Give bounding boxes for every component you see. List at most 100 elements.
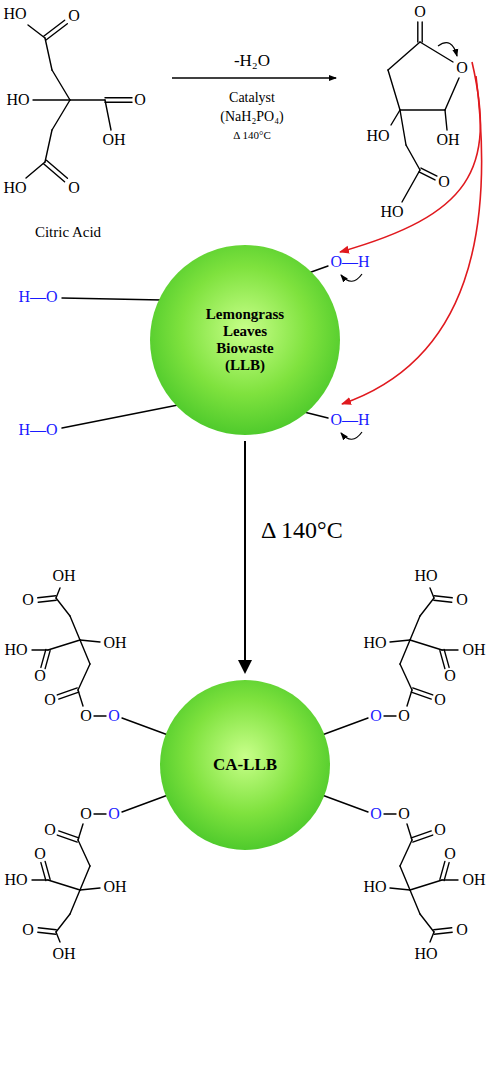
bond (45, 651, 50, 669)
bond (46, 160, 67, 178)
bond (57, 835, 77, 842)
curved-arrow (341, 274, 362, 281)
atom-label: O (444, 846, 456, 862)
bond (440, 651, 445, 669)
atom-label: OH (436, 132, 459, 148)
atom-label: O (44, 692, 56, 708)
bond (38, 932, 56, 934)
atom-label: HO (380, 204, 403, 220)
atom-label: O (68, 8, 80, 24)
bond (445, 78, 459, 110)
bond (434, 600, 452, 602)
reaction-arrow (172, 77, 336, 79)
bond (38, 928, 56, 930)
atom-label: HO (366, 128, 389, 144)
reaction-condition: -H₂O (234, 52, 270, 69)
bond (402, 170, 420, 202)
bond (62, 405, 178, 428)
bond (420, 598, 434, 616)
bond (48, 880, 80, 890)
bond (105, 101, 132, 102)
bond (56, 598, 70, 616)
bond (45, 38, 52, 70)
bond (41, 649, 46, 667)
atom-label: O (68, 180, 80, 196)
bond (56, 914, 70, 932)
bond (434, 932, 452, 934)
bond (62, 298, 162, 300)
edge-label: Δ 140°C (261, 518, 343, 542)
bond (38, 596, 56, 598)
atom-label: H—O (18, 422, 57, 438)
bond (400, 109, 445, 110)
curved-arrow (340, 62, 480, 252)
atom-label: OH (102, 132, 125, 148)
particle-label: Lemongrass Leaves Biowaste (LLB) (195, 306, 295, 375)
bond (410, 616, 420, 640)
atom-label: O (456, 60, 468, 76)
bond (26, 162, 45, 178)
atom-label: O (398, 806, 410, 822)
bond (59, 692, 79, 699)
heating-arrow (238, 441, 252, 674)
atom-label: O (456, 592, 468, 608)
atom-label: O (434, 692, 446, 708)
atom-label: O (134, 92, 146, 108)
bond (400, 110, 406, 145)
curved-arrow (342, 76, 482, 404)
arrow-head (238, 660, 252, 674)
reaction-condition: Δ 140°C (233, 130, 270, 141)
atom-label: H—O (18, 289, 57, 305)
bond (78, 840, 90, 866)
bond (434, 928, 452, 930)
bond (417, 22, 418, 42)
bond (400, 664, 412, 690)
atom-label: O (370, 708, 382, 724)
atom-label: O (80, 806, 92, 822)
bond (105, 100, 111, 130)
bond (410, 880, 442, 890)
atom-label: HO (414, 946, 437, 962)
atom-label: O (370, 806, 382, 822)
bond (38, 600, 56, 602)
bond (390, 888, 410, 890)
atom-label: HO (3, 6, 26, 22)
atom-label: O (22, 592, 34, 608)
compound-name: Citric Acid (35, 225, 101, 240)
bond (430, 588, 434, 598)
bond (70, 890, 80, 914)
atom-label: O (108, 708, 120, 724)
bond (322, 718, 368, 735)
atom-label: OH (103, 879, 126, 895)
bond (122, 718, 168, 735)
atom-label: HO (6, 92, 29, 108)
curved-arrow (341, 432, 362, 439)
bond (41, 863, 46, 881)
atom-label: O (414, 4, 426, 20)
bond (444, 649, 449, 667)
bond (421, 168, 437, 176)
bond (413, 688, 433, 695)
bond (384, 715, 396, 716)
bond (434, 596, 452, 598)
atom-label: HO (363, 879, 386, 895)
atom-label: O (34, 668, 46, 684)
atom-label: O (434, 822, 446, 838)
bond (388, 42, 420, 70)
bond (388, 70, 400, 110)
arrow-shaft (244, 441, 246, 662)
curved-arrow (438, 43, 457, 56)
atom-label: HO (4, 872, 27, 888)
bond (406, 145, 420, 170)
bond (70, 99, 105, 100)
atom-label: O (398, 708, 410, 724)
bond (440, 861, 445, 879)
bond (400, 640, 410, 664)
bond (400, 840, 412, 866)
biomass-particle: CA-LLB (160, 680, 330, 850)
atom-label: HO (4, 642, 27, 658)
bond (390, 640, 410, 642)
bond (384, 813, 396, 814)
atom-label: OH (52, 946, 75, 962)
